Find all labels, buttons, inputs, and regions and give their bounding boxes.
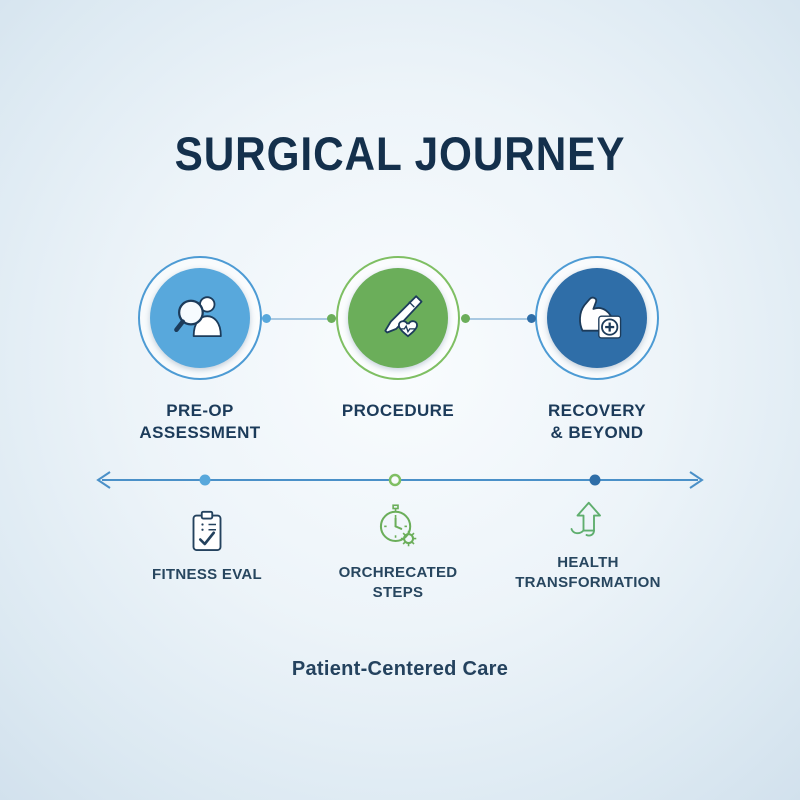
connector-line (466, 318, 530, 320)
substep-label: FITNESS EVAL (152, 566, 262, 583)
substep-health-transformation: HEALTH TRANSFORMATION (488, 496, 688, 594)
page-title: SURGICAL JOURNEY (174, 127, 626, 180)
person-magnifier-icon (174, 296, 222, 338)
substep-fitness-eval: FITNESS EVAL (107, 508, 307, 585)
connector-line (267, 318, 331, 320)
connector-dot (327, 314, 336, 323)
substep-label: HEALTH TRANSFORMATION (515, 554, 661, 592)
stage-procedure: PROCEDURE (303, 256, 493, 422)
flex-arm-medical-cross-icon (579, 296, 622, 339)
substep-label: ORCHRECATED STEPS (338, 564, 458, 602)
stage-label: PROCEDURE (341, 401, 455, 420)
timeline-dot (199, 474, 211, 486)
substep-orchrecated-steps: ORCHRECATED STEPS (298, 502, 498, 604)
arrow-right-icon (689, 471, 704, 489)
scalpel-heart-icon (384, 295, 423, 338)
stopwatch-gear-icon (379, 504, 417, 547)
timeline-dot (589, 474, 601, 486)
stage-circle (336, 256, 460, 380)
stage-disc (547, 268, 647, 368)
footer-caption: Patient-Centered Care (291, 658, 509, 680)
connector-dot (527, 314, 536, 323)
stage-circle (535, 256, 659, 380)
connector-dot (461, 314, 470, 323)
arrow-up-icon (570, 501, 601, 537)
timeline (96, 471, 704, 489)
stage-label: PRE-OP ASSESSMENT (139, 401, 261, 443)
timeline-dot (388, 473, 402, 487)
stage-disc (348, 268, 448, 368)
connector-dot (262, 314, 271, 323)
clipboard-check-icon (192, 510, 222, 551)
stage-label: RECOVERY & BEYOND (548, 401, 646, 443)
arrow-left-icon (96, 471, 111, 489)
stage-recovery-beyond: RECOVERY & BEYOND (502, 256, 692, 444)
stage-disc (150, 268, 250, 368)
stage-preop-assessment: PRE-OP ASSESSMENT (105, 256, 295, 444)
stage-circle (138, 256, 262, 380)
